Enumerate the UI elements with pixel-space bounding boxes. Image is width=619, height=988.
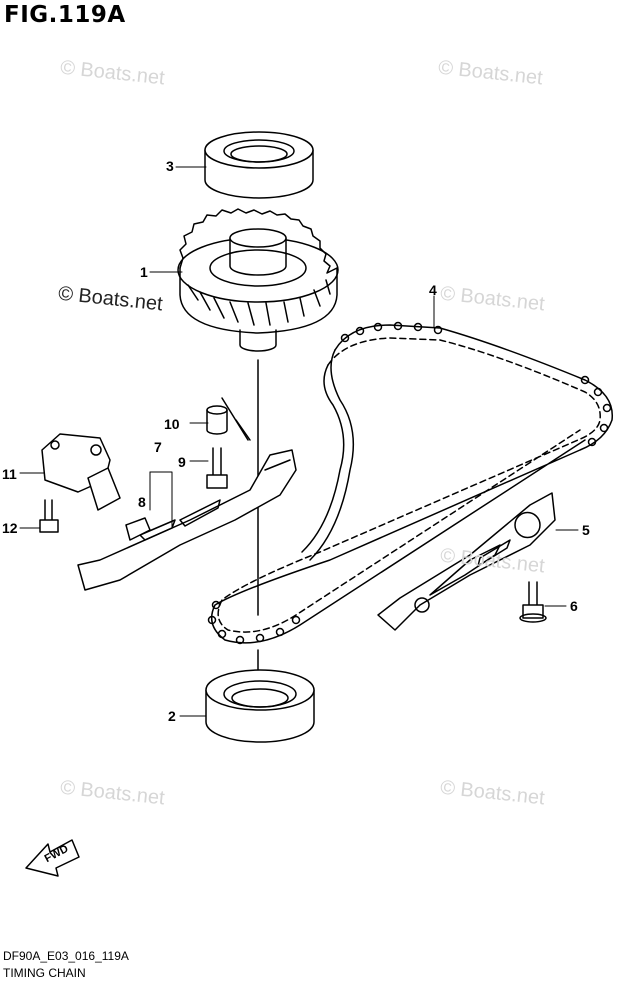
callout-4: 4 (429, 282, 437, 298)
leader-lines (19, 166, 579, 717)
chain-guide (377, 492, 556, 631)
chain-tensioner (77, 449, 297, 591)
helical-gear (177, 208, 339, 352)
bearing-top (204, 131, 314, 199)
callout-5: 5 (582, 522, 590, 538)
model-code: DF90A_E03_016_119A (3, 949, 129, 963)
callout-10: 10 (164, 416, 180, 432)
callout-12: 12 (2, 520, 18, 536)
bolt-part-6 (519, 581, 547, 623)
callout-8: 8 (138, 494, 146, 510)
bolt-part-9 (206, 447, 228, 489)
timing-chain (207, 321, 613, 645)
section-name: TIMING CHAIN (3, 966, 86, 980)
collar-part-10 (206, 397, 251, 441)
callout-11: 11 (2, 466, 17, 482)
callout-9: 9 (178, 454, 186, 470)
callout-6: 6 (570, 598, 578, 614)
callout-2: 2 (168, 708, 176, 724)
callout-7: 7 (154, 439, 162, 455)
callout-1: 1 (140, 264, 148, 280)
fwd-arrow-icon (25, 839, 80, 877)
tensioner-body (41, 433, 121, 511)
figure-title: FIG.119A (4, 2, 126, 28)
callout-3: 3 (166, 158, 174, 174)
bolt-part-12 (39, 499, 59, 533)
bearing-bottom (205, 669, 315, 743)
